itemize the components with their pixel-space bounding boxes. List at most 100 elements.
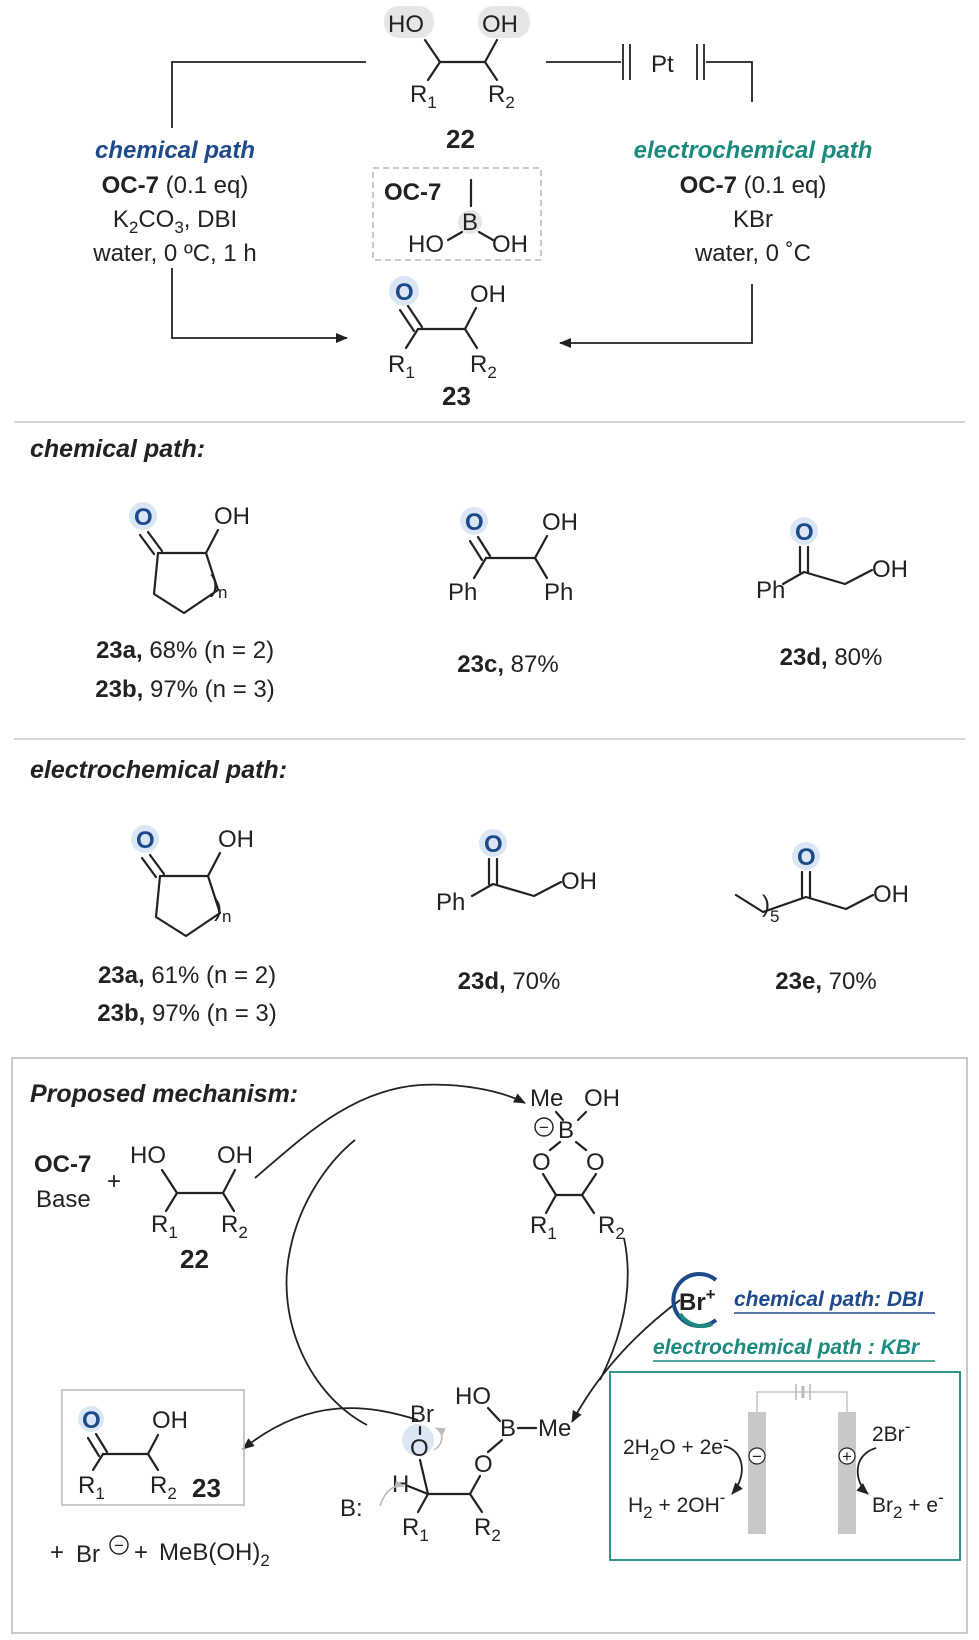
mech-diol-r2-bond: [221, 1191, 236, 1213]
chemical-catalyst-line: OC-7 (0.1 eq): [102, 172, 249, 199]
echem-cyclic-ring: [154, 874, 222, 938]
mech-compound-23: 23: [192, 1473, 221, 1503]
chem-cyclic-n: )n: [210, 571, 227, 602]
chem-cyclic-o: O: [134, 504, 153, 531]
echem-23a-yield: 23a, 61% (n = 2): [98, 962, 276, 989]
brplus-reagent: Br+ chemical path: DBI electrochemical p…: [653, 1272, 935, 1362]
oc7-structure-box: OC-7 B HO OH: [372, 167, 542, 261]
boronate-r1-bond: [544, 1193, 558, 1215]
chem-23d-ph: Ph: [756, 577, 785, 604]
intermediate-r1-bond: [416, 1492, 430, 1514]
intermediate-me: Me: [538, 1415, 571, 1442]
cycle-arrow-right: [599, 1237, 629, 1381]
boronate-r2: R2: [598, 1212, 625, 1243]
mech-start: OC-7 Base + HO OH R1 R2 22: [34, 1142, 253, 1274]
bromide-charge-circle: [109, 1535, 129, 1555]
oc7-bo-bond-left: [446, 230, 464, 242]
boronate-oc1-bond: [541, 1172, 558, 1197]
intermediate-o2: O: [474, 1451, 493, 1478]
boronate-b: B: [558, 1117, 574, 1144]
echem-cyclic-co-b: [140, 856, 158, 879]
mech-ho: HO: [130, 1142, 166, 1169]
echem-23e-chain: [734, 893, 875, 914]
pt-electrode-label: Pt: [651, 51, 674, 78]
intermediate-r1: R1: [402, 1514, 429, 1545]
diol-backbone-bond: [423, 38, 499, 64]
product-r2-label: R2: [470, 351, 497, 382]
anode-sign: [838, 1447, 856, 1465]
chem-benzoin-co-a: [476, 535, 492, 558]
boronate-me-bond: [554, 1110, 565, 1122]
mech-product-coh: [146, 1433, 160, 1456]
diol-r2-label: R2: [488, 81, 515, 112]
chem-23a-yield: 23a, 68% (n = 2): [96, 637, 274, 664]
cycle-arrow-product: [242, 1407, 419, 1450]
intermediate-bo-bond: [486, 1438, 504, 1454]
echem-23b-yield: 23b, 97% (n = 3): [97, 1000, 276, 1027]
echem-cyclic-coh-bond: [206, 851, 222, 878]
chem-benzoin-co-b: [468, 539, 484, 562]
electrochemical-cell-box: − + 2H2O + 2e- H2 + 2OH- 2Br- Br2 + e-: [609, 1371, 961, 1561]
boronate-me: Me: [530, 1085, 563, 1112]
intermediate-oc1-bond: [418, 1458, 430, 1496]
diol-ho-label: HO: [388, 11, 424, 38]
product-r2-bond: [463, 327, 479, 350]
cathode-product: H2 + 2OH-: [628, 1488, 725, 1522]
boronate-bo2-bond: [574, 1140, 588, 1152]
echem-hydroxyacetophenone: O Ph OH 23d, 70%: [436, 829, 597, 995]
mech-product-r1: R1: [78, 1472, 105, 1503]
cathode-electrode: [748, 1412, 766, 1534]
electrochemical-section-header: electrochemical path:: [30, 756, 287, 784]
echem-23e-yield: 23e, 70%: [775, 968, 876, 995]
electrochemical-path-title: electrochemical path: [634, 137, 873, 164]
product-o-label: O: [395, 279, 414, 306]
brplus-electrochemical-label: electrochemical path : KBr: [653, 1336, 921, 1359]
oc7-ho: HO: [408, 231, 444, 258]
intermediate-br: Br: [410, 1401, 434, 1428]
chem-cyclic-ring: [152, 551, 220, 615]
chemical-path-section: chemical path: O OH )n 23a, 68% (n = 2) …: [30, 435, 908, 703]
electrode-wire-right: [706, 61, 753, 102]
chemical-path-title: chemical path: [95, 137, 255, 164]
mech-boronate: Me OH − B O O R1 R2: [530, 1085, 625, 1243]
byproduct-plus-2: +: [134, 1539, 148, 1566]
electrochemical-path-section: electrochemical path: O OH )n 23a, 61% (…: [30, 756, 909, 1027]
boron-highlight: [458, 210, 482, 234]
echem-cyclic-oh: OH: [218, 826, 254, 853]
intermediate-oc2-bond: [468, 1474, 482, 1496]
chemical-condition-line: water, 0 ºC, 1 h: [92, 240, 257, 267]
intermediate-ho: HO: [455, 1383, 491, 1410]
boronate-o2: O: [586, 1149, 605, 1176]
cathode-sign: [748, 1447, 766, 1465]
chem-cyclic-co-b: [138, 533, 156, 556]
echem-23e-o: O: [797, 844, 816, 871]
chem-23d-yield: 23d, 80%: [780, 644, 883, 671]
mech-product-co-b: [86, 1436, 101, 1458]
chemical-section-header: chemical path:: [30, 435, 205, 463]
byproduct-bromide: Br: [76, 1541, 100, 1568]
product-r1-bond: [404, 327, 420, 350]
chemical-conditions: chemical path OC-7 (0.1 eq) K2CO3, DBI w…: [70, 128, 280, 268]
anode-product: Br2 + e-: [872, 1488, 944, 1522]
intermediate-base: B:: [340, 1495, 363, 1522]
chemical-reagent-line: K2CO3, DBI: [113, 206, 237, 237]
diol-oh-label: OH: [482, 11, 518, 38]
chem-benzoin-ph1: Ph: [448, 579, 477, 606]
intermediate-h: H: [392, 1471, 409, 1498]
chem-benzoin-coh: [533, 534, 549, 560]
chem-cyclic-coh-bond: [204, 528, 220, 555]
electrochemical-condition-line: water, 0 ˚C: [694, 240, 811, 267]
anode-arrow: [856, 1447, 877, 1495]
boronate-minus: −: [539, 1118, 549, 1137]
oc7-dashed-border: [372, 167, 542, 261]
echem-cyclic-n: )n: [214, 895, 231, 926]
chem-benzoin-ph2-bond: [533, 556, 549, 580]
electrochemical-reagent-line: KBr: [733, 206, 773, 233]
echem-cyclic-o: O: [136, 827, 155, 854]
mech-byproducts: + Br − + MeB(OH)2: [50, 1535, 270, 1570]
echem-cyclic-co-a: [148, 853, 166, 876]
echem-hydroxyoctanone: O )5 OH 23e, 70%: [734, 842, 909, 995]
mechanism-header: Proposed mechanism:: [30, 1080, 298, 1108]
